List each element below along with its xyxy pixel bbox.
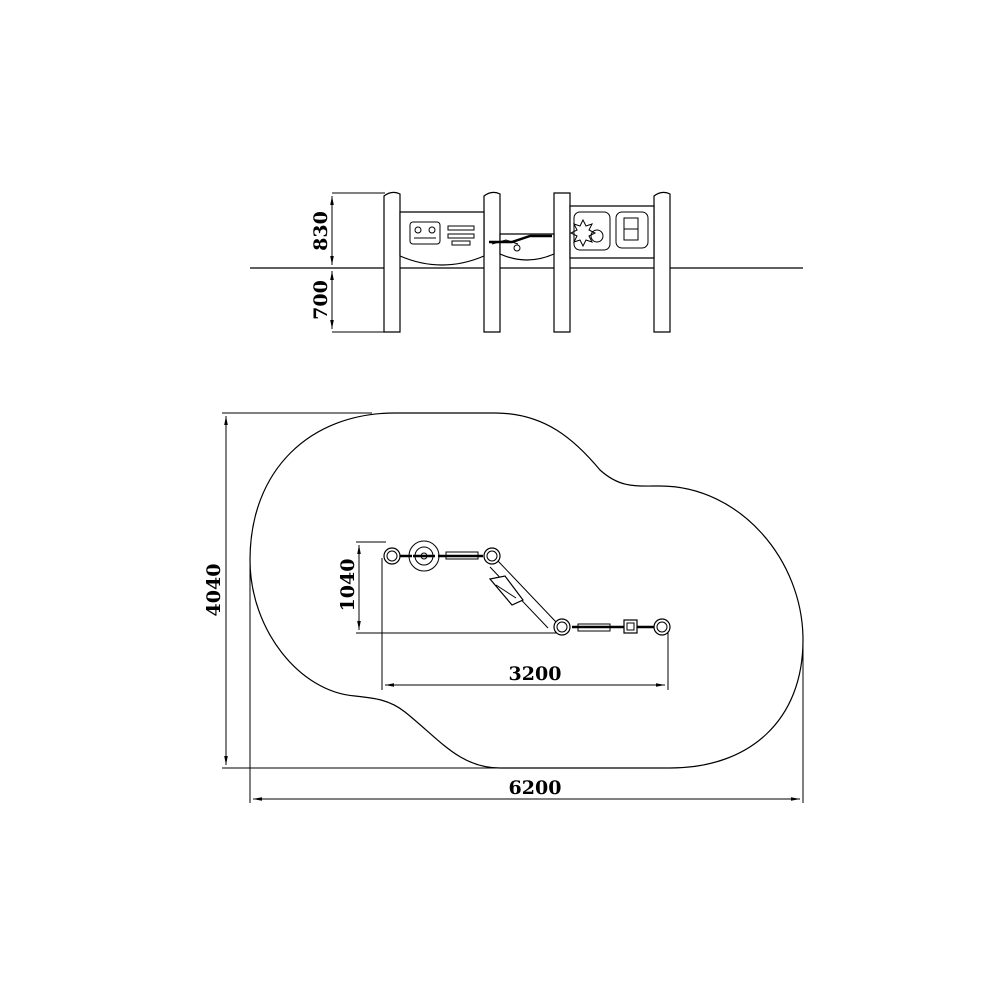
depth-label: 700 (310, 280, 332, 320)
post-1-plan (383, 547, 401, 565)
equipment-depth-label: 1040 (337, 559, 359, 612)
post-3-plan (553, 618, 571, 636)
round-panel-plan (408, 540, 440, 572)
equipment-length-label: 3200 (509, 663, 562, 685)
post-3 (553, 192, 571, 333)
plan-view: 4040 6200 1040 3200 (203, 412, 804, 803)
activity-panel-2 (489, 233, 555, 261)
equipment-depth-dimension: 1040 (337, 541, 560, 634)
elevation-view: 830 700 (250, 191, 803, 333)
post-2 (483, 191, 501, 333)
footprint-width-label: 6200 (509, 777, 562, 799)
window-icon (615, 211, 649, 249)
footprint-height-label: 4040 (203, 564, 225, 617)
post-1 (383, 191, 401, 333)
square-element-plan (623, 619, 638, 634)
activity-panel-1 (399, 211, 485, 266)
height-label: 830 (310, 211, 332, 251)
post-4 (653, 191, 671, 333)
equipment-plan (383, 540, 671, 636)
safety-zone-outline (249, 412, 804, 769)
angled-panel-plan (488, 575, 524, 606)
activity-panel-3 (569, 205, 655, 259)
post-4-plan (653, 618, 671, 636)
footprint-height-dimension: 4040 (203, 412, 500, 769)
footprint-width-dimension: 6200 (249, 560, 804, 803)
height-dimension: 830 700 (310, 192, 385, 333)
post-2-plan (483, 547, 501, 565)
equipment-length-dimension: 3200 (381, 558, 669, 690)
